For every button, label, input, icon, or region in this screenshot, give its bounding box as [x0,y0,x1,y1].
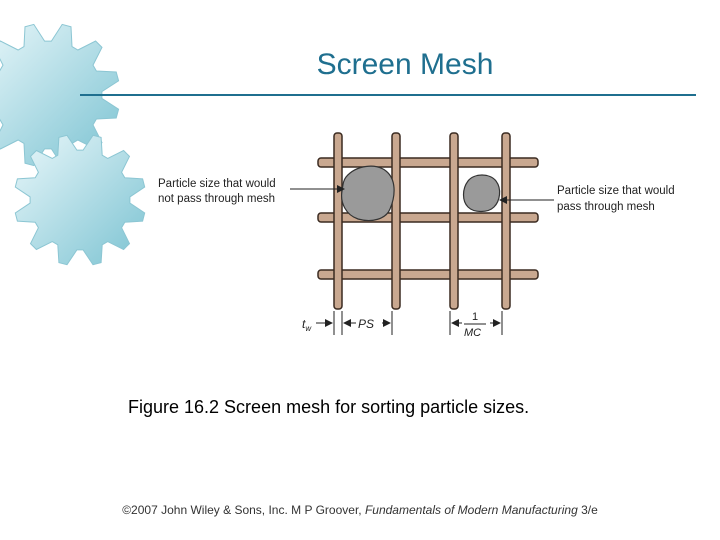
dimension-annotations [316,311,503,335]
dim-ps: PS [358,317,374,331]
dim-mc-denominator: MC [464,327,481,339]
label-right-line1: Particle size that would [557,185,675,197]
dim-tw: tw [302,317,312,333]
slide-title: Screen Mesh [316,48,494,81]
figure-caption: Figure 16.2 Screen mesh for sorting part… [128,397,530,417]
wire-vertical [501,132,511,310]
footer-suffix: 3/e [577,503,598,517]
label-left-line1: Particle size that would [158,178,276,190]
wire-horizontal [317,157,539,168]
gear-icon [14,134,146,266]
copyright-footer: ©2007 John Wiley & Sons, Inc. M P Groove… [0,503,720,517]
large-particle [341,165,395,222]
small-particle [462,174,501,213]
vertical-wires [333,132,511,310]
screen-mesh-figure: Particle size that would not pass throug… [158,132,675,339]
gear-decoration [0,23,146,266]
footer-book-title: Fundamentals of Modern Manufacturing [364,503,578,517]
wire-vertical [391,132,401,310]
label-left-line2: not pass through mesh [158,193,275,205]
wire-vertical [449,132,459,310]
footer-prefix: ©2007 John Wiley & Sons, Inc. M P Groove… [122,503,365,517]
title-divider [80,94,696,96]
wire-horizontal [317,269,539,280]
dim-mc-numerator: 1 [472,311,478,323]
wire-vertical [333,132,343,310]
label-right-line2: pass through mesh [557,201,655,213]
